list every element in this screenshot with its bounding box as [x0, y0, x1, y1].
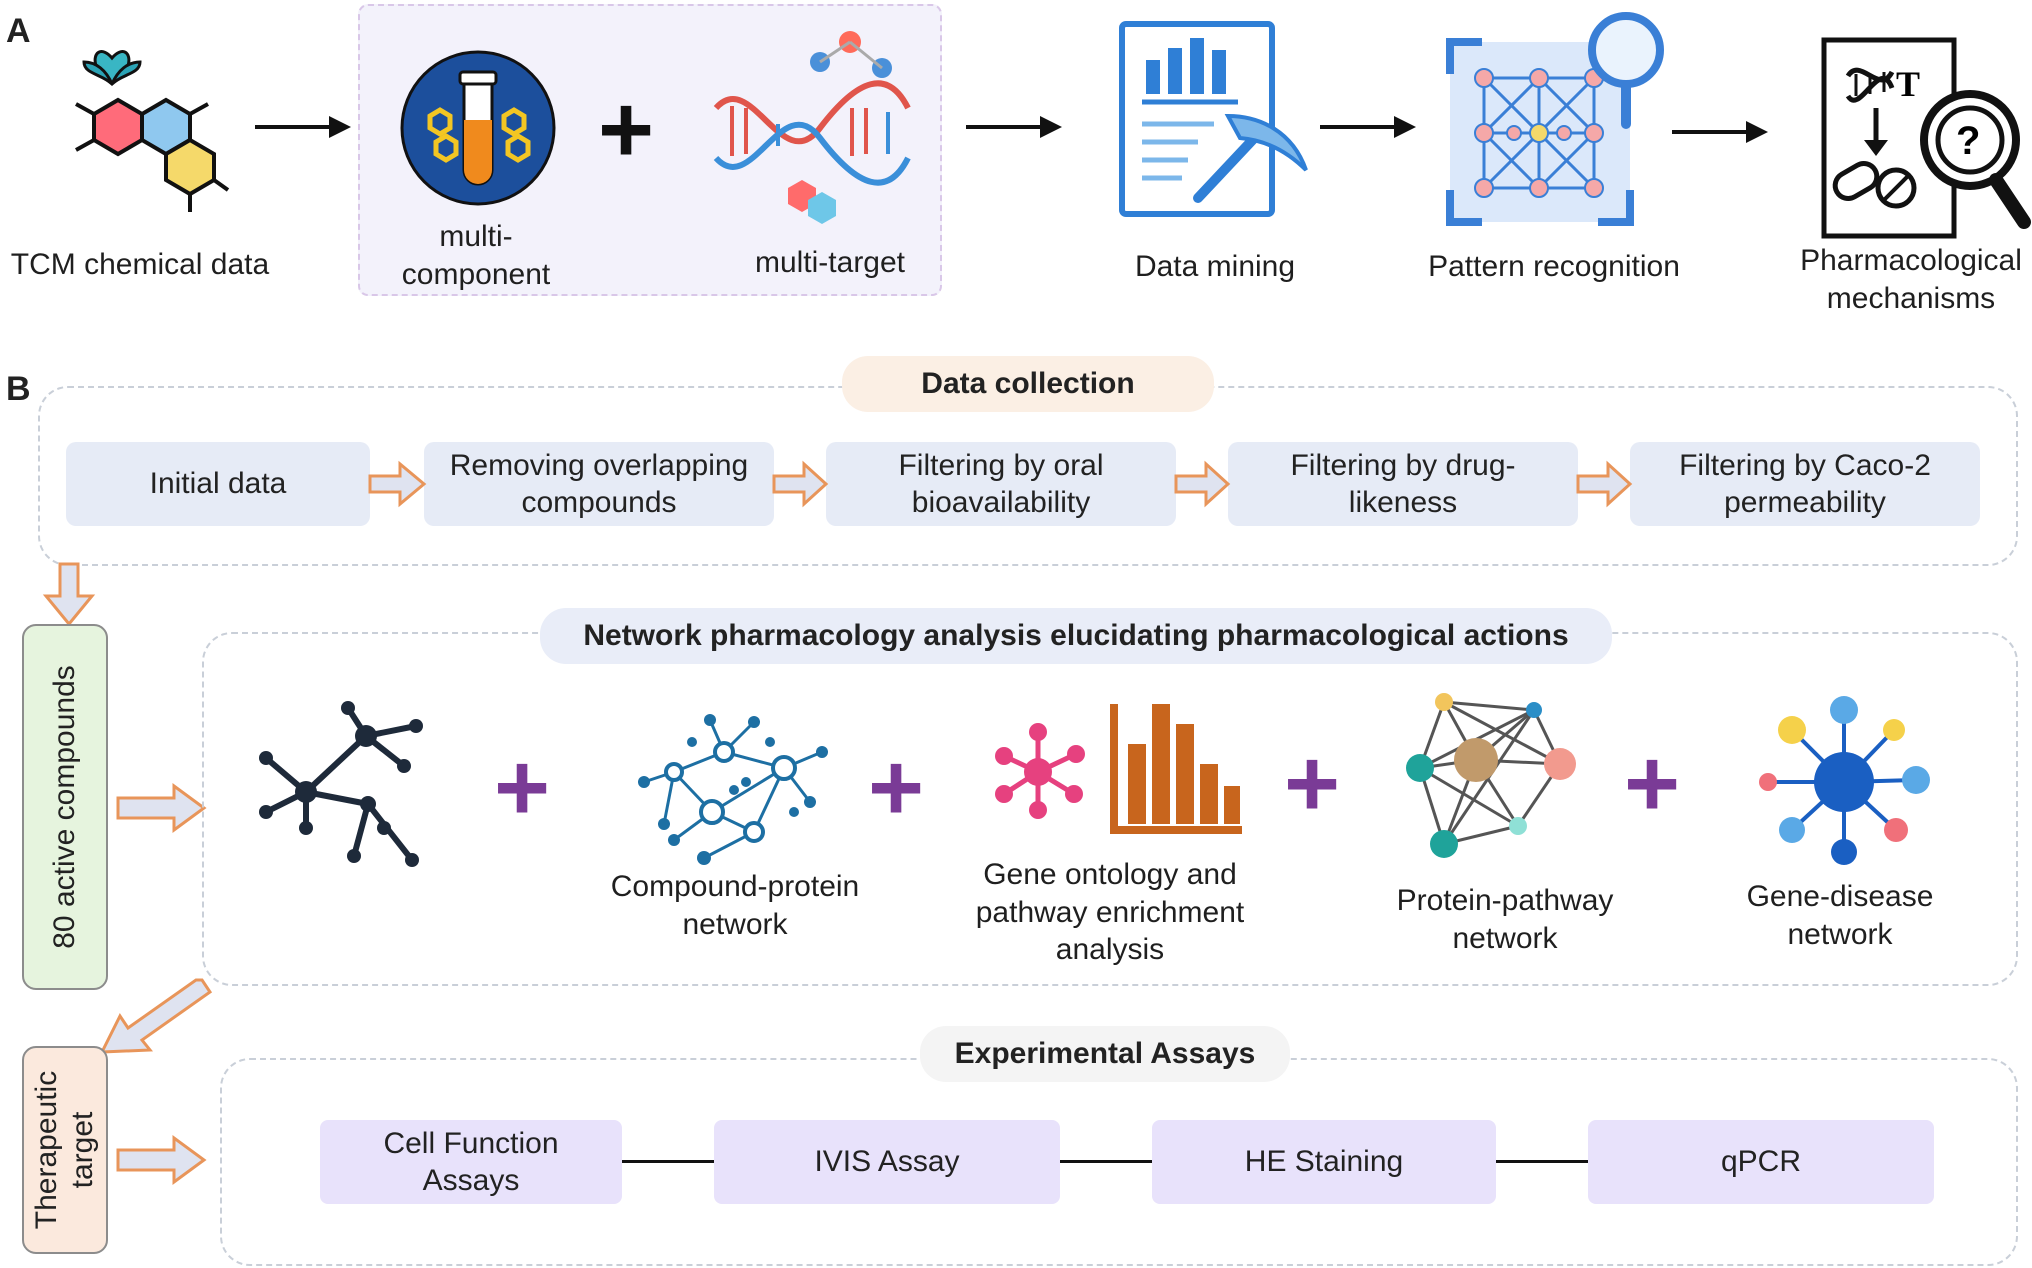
- active-compounds-label: 80 active compounds: [48, 665, 81, 949]
- svg-text:T: T: [1896, 64, 1920, 104]
- multi-component-label: multi- component: [401, 220, 551, 291]
- down-arrow: [42, 562, 96, 627]
- therapeutic-target-label: Therapeutic target: [30, 1070, 99, 1230]
- arrow-a2: [966, 116, 1062, 138]
- data-collection-title: Data collection: [842, 356, 1214, 412]
- connector-1: [622, 1160, 714, 1163]
- panel-a-letter: A: [6, 12, 31, 50]
- gene-disease-icon: [1759, 696, 1930, 865]
- pattern-recognition-label: Pattern recognition: [1428, 250, 1680, 283]
- tcm-molecule-icon: [75, 50, 230, 212]
- compound-protein-label: Compound-protein network: [610, 870, 860, 941]
- step-oral-bioavailability: Filtering by oral bioavailability: [826, 442, 1176, 526]
- plus-a: +: [598, 76, 655, 183]
- plus-b1: +: [494, 734, 551, 841]
- enrichment-label: Gene ontology and pathway enrichment ana…: [975, 858, 1245, 966]
- assay-he-staining: HE Staining: [1152, 1120, 1496, 1204]
- active-compounds-box: 80 active compounds: [22, 624, 108, 990]
- plus-b3: +: [1284, 730, 1341, 837]
- enrichment-icon: [995, 704, 1242, 834]
- pattern-recognition-icon: [1446, 12, 1664, 226]
- protein-pathway-icon: [1406, 693, 1576, 858]
- assay-ivis: IVIS Assay: [714, 1120, 1060, 1204]
- right-arrow-experimental: [116, 1135, 207, 1185]
- assay-cell-function: Cell Function Assays: [320, 1120, 622, 1204]
- step-drug-likeness: Filtering by drug- likeness: [1228, 442, 1578, 526]
- dna-icon: [713, 31, 911, 224]
- therapeutic-target-box: Therapeutic target: [22, 1046, 108, 1254]
- data-mining-label: Data mining: [1134, 250, 1296, 283]
- assay-qpcr: qPCR: [1588, 1120, 1934, 1204]
- plus-b2: +: [868, 734, 925, 841]
- connector-3: [1496, 1160, 1588, 1163]
- network-icon: [259, 701, 423, 867]
- plus-b4: +: [1624, 730, 1681, 837]
- step-arrows: [368, 460, 1633, 508]
- multi-target-label: multi-target: [754, 246, 906, 279]
- mechanism-icon: T ?: [1821, 37, 2031, 239]
- experimental-title: Experimental Assays: [920, 1026, 1290, 1082]
- arrow-a3: [1320, 116, 1416, 138]
- test-tube-icon: [400, 50, 556, 206]
- panel-b-letter: B: [6, 370, 31, 408]
- right-arrow-network: [116, 783, 207, 833]
- svg-text:?: ?: [1956, 119, 1980, 163]
- pharmacological-mechanisms-label: Pharmacological mechanisms: [1800, 244, 2022, 315]
- tcm-chemical-data-label: TCM chemical data: [10, 248, 270, 281]
- arrow-a4: [1672, 121, 1768, 143]
- network-title: Network pharmacology analysis elucidatin…: [540, 608, 1612, 664]
- data-mining-icon: [1119, 21, 1308, 217]
- protein-pathway-label: Protein-pathway network: [1396, 884, 1614, 955]
- diagonal-arrow: [99, 978, 213, 1054]
- gene-disease-label: Gene-disease network: [1746, 880, 1934, 951]
- connector-2: [1060, 1160, 1152, 1163]
- step-initial-data: Initial data: [66, 442, 370, 526]
- arrow-a1: [255, 116, 351, 138]
- compound-protein-icon: [638, 714, 828, 865]
- step-removing-overlap: Removing overlapping compounds: [424, 442, 774, 526]
- step-caco2: Filtering by Caco-2 permeability: [1630, 442, 1980, 526]
